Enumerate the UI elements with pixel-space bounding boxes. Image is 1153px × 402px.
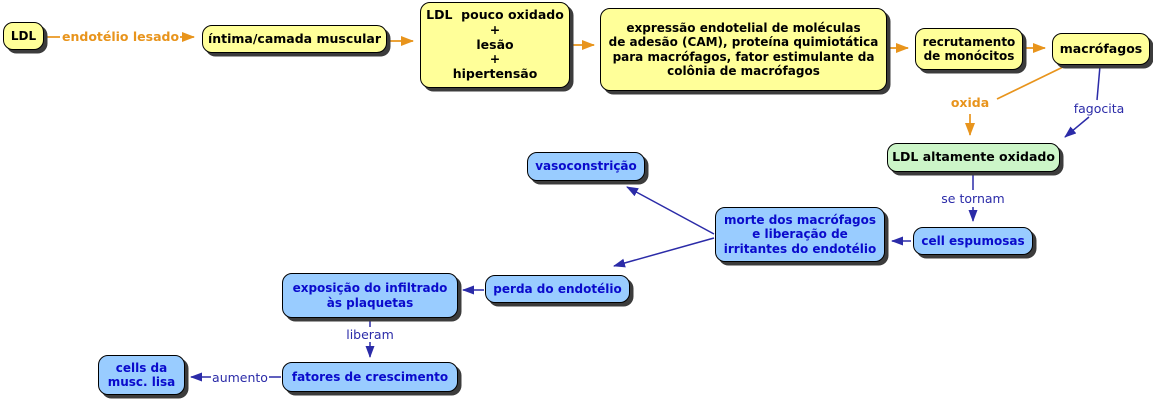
node-intima-camada-muscular[interactable]: íntima/camada muscular [202,25,387,53]
link-label-oxida[interactable]: oxida [950,95,990,110]
node-cells-musc-lisa[interactable]: cells da musc. lisa [98,355,185,395]
connector-macrofagos-to-oxida [996,66,1064,100]
connector-morte-to-perda-arrow [613,237,715,268]
node-ldl-altamente-oxidado[interactable]: LDL altamente oxidado [887,143,1060,172]
link-label-fagocita[interactable]: fagocita [1073,101,1125,116]
link-label-liberam[interactable]: liberam [346,327,394,342]
node-cell-espumosas[interactable]: cell espumosas [913,227,1033,255]
connector-fagocita-to-ldlaltamente-arrow [1064,116,1090,138]
connector-morte-to-vasoconstricao-arrow [626,186,715,235]
node-expressao-endotelial-cam[interactable]: expressão endotelial de moléculas de ade… [600,8,887,91]
node-ldl[interactable]: LDL [3,22,44,50]
node-perda-endotelio[interactable]: perda do endotélio [485,275,630,303]
node-morte-macrofagos[interactable]: morte dos macrófagos e liberação de irri… [715,207,885,262]
node-recrutamento-monocitos[interactable]: recrutamento de monócitos [915,28,1023,70]
link-label-se-tornam[interactable]: se tornam [941,191,1005,206]
connector-macrofagos-to-fagocita [1096,65,1101,101]
node-fatores-crescimento[interactable]: fatores de crescimento [282,362,458,392]
node-ldl-pouco-oxidado[interactable]: LDL pouco oxidado + lesão + hipertensão [420,2,570,88]
node-macrofagos[interactable]: macrófagos [1052,33,1150,65]
node-exposicao-infiltrado[interactable]: exposição do infiltrado às plaquetas [282,273,458,318]
node-vasoconstricao[interactable]: vasoconstrição [527,152,645,181]
link-label-endotelio-lesado[interactable]: endotélio lesado [62,29,180,44]
link-label-aumento[interactable]: aumento [212,370,268,385]
